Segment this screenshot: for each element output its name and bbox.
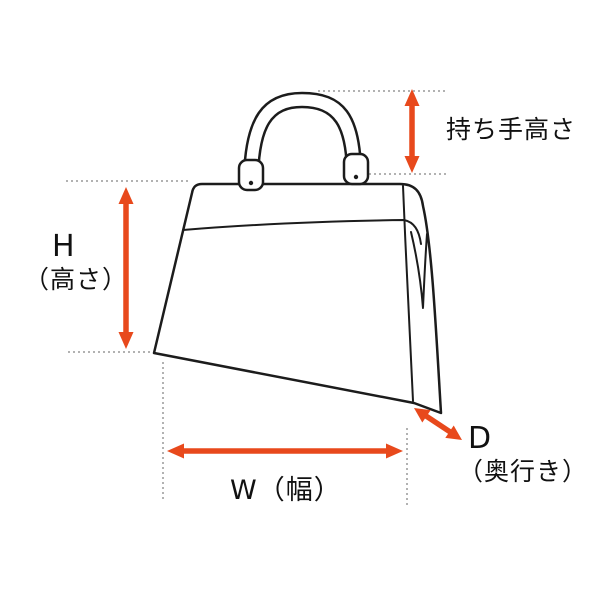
handle-tab-right [342, 152, 370, 186]
rivet-left [248, 180, 254, 186]
bag-drawing [152, 91, 443, 415]
bag-body [152, 182, 443, 415]
guide-lines [66, 90, 448, 505]
height-letter-label: H [52, 229, 76, 264]
height-arrow [118, 187, 134, 349]
bag-gusset-fold [410, 231, 428, 309]
width-label: W（幅） [230, 475, 342, 506]
height-caption-label: （高さ） [24, 265, 129, 294]
handle-height-arrow [404, 89, 420, 173]
bag-front-side-divider [402, 185, 414, 402]
width-arrow [167, 443, 403, 459]
rivet-right [353, 174, 359, 180]
bag-flap-edge [182, 219, 422, 245]
depth-caption-label: （奥行き） [458, 457, 589, 486]
handle-tab-left [237, 158, 265, 192]
depth-arrow [414, 408, 462, 440]
handle-height-label: 持ち手高さ [446, 115, 577, 144]
depth-letter-label: D [468, 421, 493, 456]
